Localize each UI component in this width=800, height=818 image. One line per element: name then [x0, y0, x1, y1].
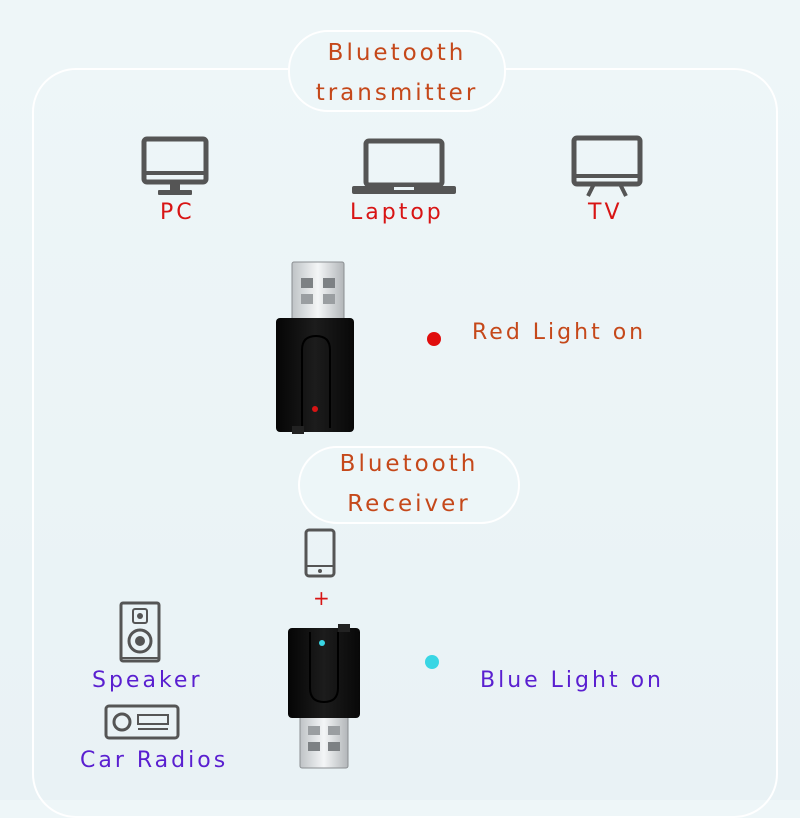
plus-sign: + [313, 586, 330, 610]
transmitter-title-line2: transmitter [315, 80, 479, 106]
receiver-dongle-image [288, 624, 360, 769]
receiver-title-line1: Bluetooth [339, 451, 479, 477]
blue-light-dot [425, 655, 439, 669]
monitor-icon [141, 136, 209, 195]
laptop-label: Laptop [350, 200, 444, 225]
transmitter-led-indicator [312, 406, 318, 412]
receiver-title-line2: Receiver [347, 491, 471, 517]
smartphone-icon [304, 528, 336, 578]
speaker-icon [119, 601, 161, 663]
receiver-led-indicator [319, 640, 325, 646]
tv-label: TV [588, 200, 623, 225]
receiver-title: Bluetooth Receiver [298, 444, 520, 524]
transmitter-title-line1: Bluetooth [327, 40, 467, 66]
transmitter-title-pill [288, 30, 506, 112]
car-radio-icon [104, 704, 180, 740]
red-light-status: Red Light on [472, 320, 647, 345]
car-radio-label: Car Radios [80, 748, 229, 773]
transmitter-dongle-image [276, 261, 354, 434]
transmitter-title: Bluetooth transmitter [288, 33, 506, 113]
blue-light-status: Blue Light on [480, 668, 664, 693]
laptop-icon [352, 138, 456, 194]
red-light-dot [427, 332, 441, 346]
receiver-title-pill [298, 446, 520, 524]
tv-icon [571, 135, 643, 197]
pc-label: PC [160, 200, 195, 225]
speaker-label: Speaker [92, 668, 203, 693]
